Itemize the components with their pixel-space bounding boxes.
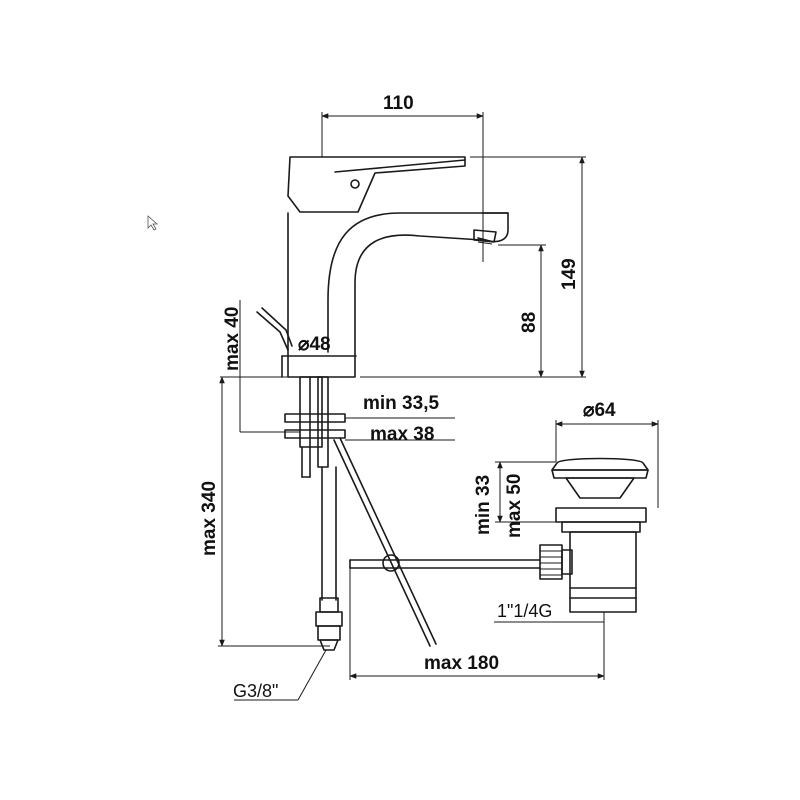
fixing-assembly (284, 376, 346, 478)
flexible-hose (315, 466, 343, 651)
dim-spout-reach: 110 (383, 93, 414, 114)
dim-pull-rod: max 180 (424, 653, 499, 674)
popup-rod-top (256, 307, 293, 351)
popup-waste (539, 457, 649, 613)
dim-waste-max: max 50 (504, 474, 525, 538)
dim-deck-max: max 38 (370, 424, 434, 445)
mouse-cursor-icon (147, 215, 159, 231)
dim-base-diameter: ⌀48 (298, 334, 331, 355)
dim-deck-min: min 33,5 (363, 393, 439, 414)
linkage-rod (349, 559, 541, 569)
dim-hose-thread: G3/8" (233, 681, 278, 701)
dim-total-height: 149 (559, 258, 580, 290)
dim-hose-length: max 340 (199, 481, 220, 556)
dim-lever-clearance: max 40 (222, 307, 243, 371)
dimension-lines (218, 112, 659, 701)
popup-pull-rod (333, 437, 437, 647)
dim-spout-height: 88 (519, 312, 540, 333)
dim-waste-thread: 1"1/4G (497, 601, 552, 621)
dim-waste-min: min 33 (473, 475, 494, 535)
mixer-lever (287, 156, 466, 213)
dim-waste-diameter: ⌀64 (583, 400, 616, 421)
